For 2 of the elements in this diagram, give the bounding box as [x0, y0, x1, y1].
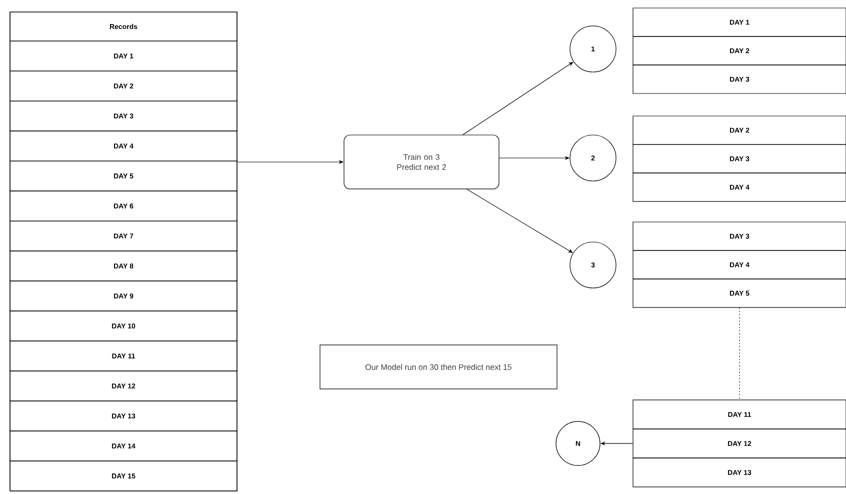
note-box: Our Model run on 30 then Predict next 15 [320, 344, 558, 390]
process-box: Train on 3 Predict next 2 [344, 134, 500, 190]
